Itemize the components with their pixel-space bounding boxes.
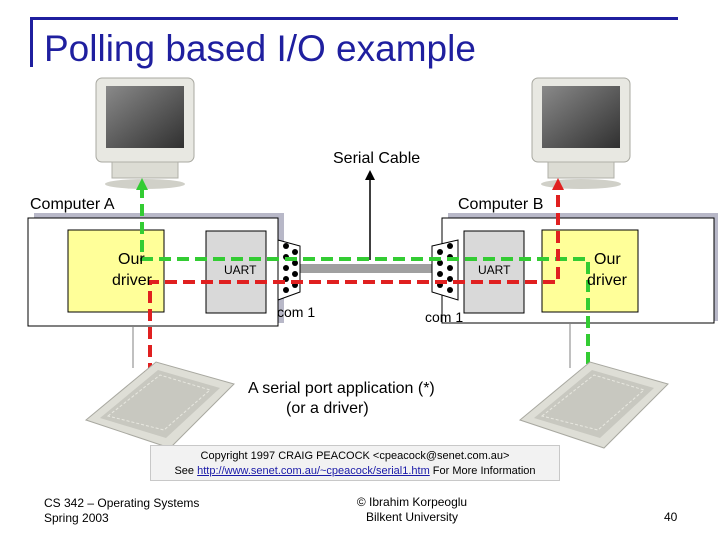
copyright-suffix: For More Information [429,465,536,477]
footer-left: CS 342 – Operating Systems Spring 2003 [44,496,199,526]
title-frame-top [30,17,678,20]
page-number: 40 [664,510,678,524]
slide-title: Polling based I/O example [44,28,476,69]
green-data-path [140,186,590,375]
title-frame-left [30,17,33,67]
serial-cable [300,264,432,273]
app-label-line2: (or a driver) [286,400,369,417]
footer-center: © Ibrahim Korpeoglu Bilkent University [352,495,472,525]
uart-b-box [463,230,525,314]
app-label-line1: A serial port application (*) [248,380,435,397]
copyright-line2: See http://www.senet.com.au/~cpeacock/se… [151,464,559,479]
serial-connector-icon [277,239,301,301]
computer-b-label: Computer B [458,196,544,213]
footer-university: Bilkent University [365,510,459,524]
footer-author: © Ibrahim Korpeoglu [356,495,468,509]
uart-a-box [205,230,267,314]
serial-connector-icon [431,239,459,301]
monitor-icon [531,77,631,189]
uart-a-label: UART [224,263,257,277]
keyboard-icon [518,361,669,449]
red-data-path [148,186,560,375]
uart-b-label: UART [478,263,511,277]
computer-a-label: Computer A [30,196,115,213]
serial-cable-label: Serial Cable [333,150,421,167]
footer-course: CS 342 – Operating Systems [44,496,200,510]
monitor-icon [95,77,195,189]
driver-a-line2: driver [112,272,153,289]
com-a-label: com 1 [277,304,316,320]
keyboard-icon [84,361,235,449]
copyright-see: See [174,465,198,477]
footer-term: Spring 2003 [44,511,109,525]
com-b-label: com 1 [425,309,464,325]
copyright-box: Copyright 1997 CRAIG PEACOCK <cpeacock@s… [150,445,560,481]
driver-b-line2: driver [587,272,628,289]
copyright-line1: Copyright 1997 CRAIG PEACOCK <cpeacock@s… [200,450,510,462]
copyright-link[interactable]: http://www.senet.com.au/~cpeacock/serial… [197,465,430,477]
driver-a-line1: Our [118,251,145,268]
driver-b-line1: Our [594,251,621,268]
